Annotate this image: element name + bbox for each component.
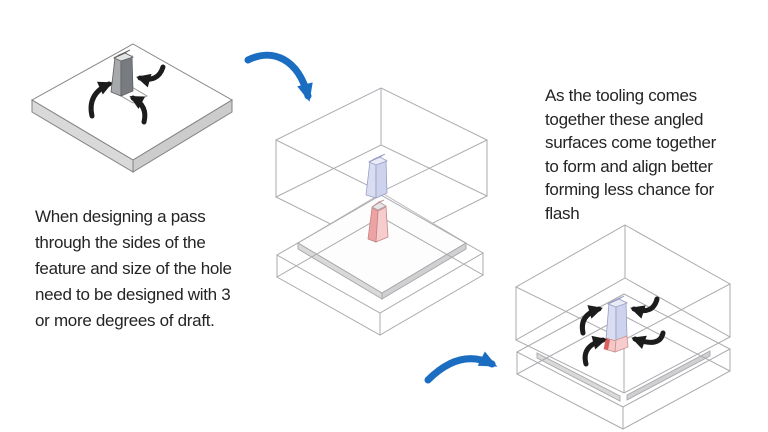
alignment-arrows-icon [579, 296, 666, 367]
left-note-line: or more degrees of draft. [35, 311, 215, 330]
aligned-core-and-feature [603, 295, 629, 353]
core-pin-blue [365, 153, 388, 199]
left-note-line: feature and size of the hole [35, 259, 232, 278]
right-note: As the tooling comes together these angl… [545, 84, 716, 225]
right-note-line: As the tooling comes [545, 86, 697, 105]
right-note-line: forming less chance for [545, 180, 714, 199]
draft-boss [110, 49, 135, 97]
left-note-line: When designing a pass [35, 207, 206, 226]
left-note: When designing a pass through the sides … [35, 204, 232, 334]
feature-pin-pink [367, 199, 389, 243]
flow-arrow-right-icon [424, 351, 498, 384]
mold-open-illustration [274, 87, 489, 336]
lower-mold-plates [275, 192, 485, 336]
right-note-line: surfaces come together [545, 133, 717, 152]
part-with-draft-illustration [30, 43, 233, 173]
right-note-line: to form and align better [545, 156, 713, 176]
left-note-line: need to be designed with 3 [35, 285, 231, 304]
mold-closed-illustration [514, 224, 732, 430]
flow-arrow-down-right-icon [244, 51, 313, 102]
left-note-line: through the sides of the [35, 233, 206, 252]
right-note-line: flash [545, 203, 580, 223]
lower-mold-plates [515, 293, 732, 430]
draft-direction-arrows-icon [88, 64, 166, 125]
right-note-line: together these angled [545, 109, 704, 129]
